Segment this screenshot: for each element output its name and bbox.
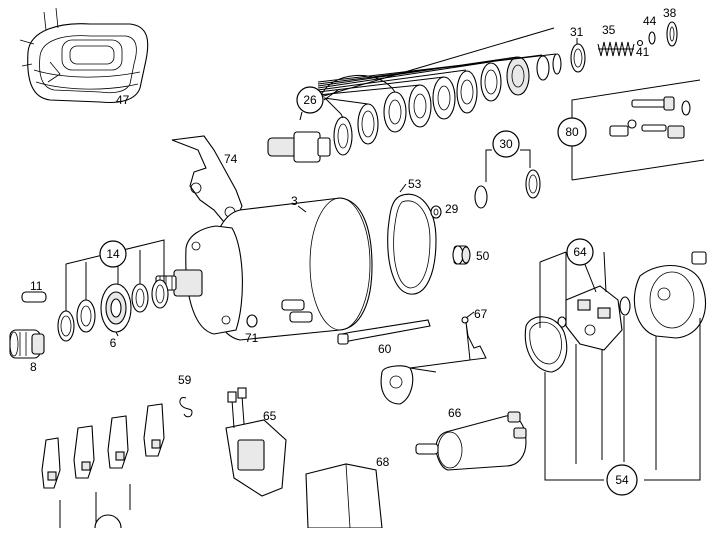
part-30-ring-set [474, 169, 541, 209]
label-3: 3 [291, 194, 298, 208]
part-67-brush-lead [380, 316, 487, 405]
label-47: 47 [116, 93, 130, 107]
label-80: 80 [565, 125, 579, 139]
part-44-washer [648, 31, 656, 45]
label-8: 8 [30, 360, 37, 374]
part-66-solenoid [415, 411, 527, 471]
label-50: 50 [476, 249, 490, 263]
label-35: 35 [602, 23, 616, 37]
part-3-starter-motor [155, 197, 373, 341]
part-29-washer [430, 205, 442, 219]
label-65: 65 [263, 409, 277, 423]
callout-80: 80 [557, 117, 587, 147]
part-41-ball [636, 39, 644, 47]
part-14-bearing-kit [57, 279, 169, 342]
callout-64: 64 [566, 238, 594, 266]
label-54: 54 [615, 473, 629, 487]
label-41: 41 [636, 45, 650, 59]
callout-30: 30 [492, 130, 520, 158]
part-60-through-bolt [337, 319, 431, 345]
part-68-housing [305, 463, 383, 529]
part-brush-terminals [41, 403, 165, 533]
part-50-bushing [452, 245, 471, 265]
label-29: 29 [445, 202, 459, 216]
label-60: 60 [378, 342, 392, 356]
part-65-relay [225, 387, 287, 497]
part-54-end-cover [619, 251, 707, 339]
bracket-54 [544, 316, 701, 481]
label-6: 6 [110, 336, 117, 350]
leader-26-top [309, 27, 555, 101]
callout-54: 54 [606, 464, 638, 496]
label-26: 26 [303, 93, 317, 107]
label-59: 59 [178, 373, 192, 387]
label-68: 68 [376, 455, 390, 469]
label-38: 38 [663, 6, 677, 20]
part-11-sleeve [21, 291, 47, 303]
bracket-80 [571, 79, 701, 180]
label-71: 71 [245, 331, 259, 345]
part-64-brush-holder [557, 285, 623, 351]
label-11: 11 [30, 279, 43, 293]
part-35-spring [597, 41, 635, 57]
part-71-nut [246, 314, 258, 328]
label-66: 66 [448, 406, 462, 420]
part-54-gasket [524, 316, 568, 373]
label-14: 14 [106, 247, 120, 261]
label-44: 44 [643, 14, 657, 28]
part-47-field-coil [19, 7, 149, 104]
leader-26 [317, 53, 557, 119]
label-74: 74 [224, 152, 238, 166]
part-31-snap-ring [570, 38, 586, 73]
callout-14: 14 [99, 240, 127, 268]
part-8-pinion [9, 329, 45, 359]
part-53-gasket [387, 193, 437, 295]
label-53: 53 [408, 177, 422, 191]
label-30: 30 [499, 137, 513, 151]
part-80-bolt-kit [609, 96, 691, 139]
label-67: 67 [474, 307, 488, 321]
callout-26: 26 [296, 86, 324, 114]
part-74-mounting-bracket [171, 135, 243, 223]
part-38-ring [666, 21, 678, 47]
part-59-clip [179, 397, 193, 418]
label-64: 64 [573, 245, 587, 259]
label-31: 31 [570, 25, 584, 39]
